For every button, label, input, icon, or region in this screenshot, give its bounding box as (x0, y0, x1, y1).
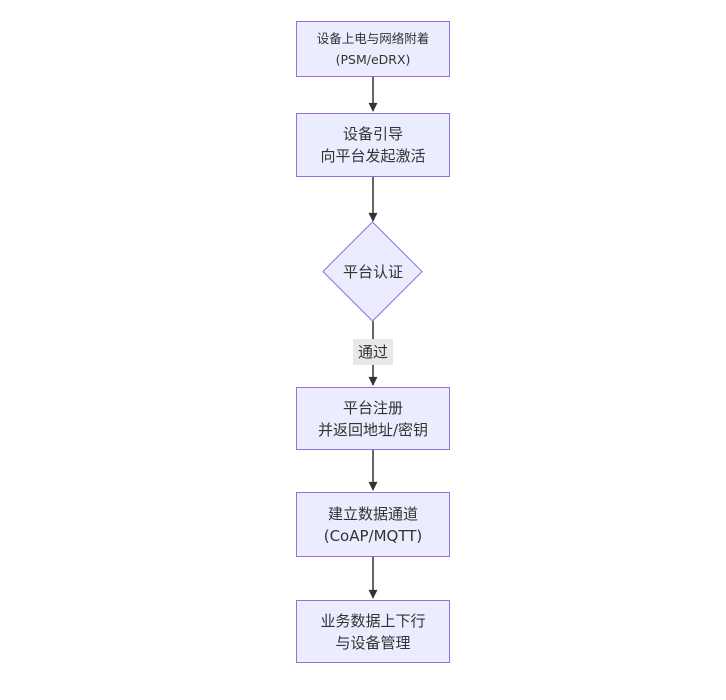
decision-platform-auth-label: 平台认证 (342, 263, 403, 281)
node-label-line: 设备引导 (342, 125, 403, 143)
node-label-line: (CoAP/MQTT) (323, 526, 423, 545)
node-label-line: 向平台发起激活 (320, 147, 426, 165)
node-label-line: 设备上电与网络附着 (316, 31, 430, 46)
node-label-line: 业务数据上下行 (320, 611, 426, 630)
node-label-line: 建立数据通道 (327, 504, 418, 523)
node-establish-data-channel: 建立数据通道 (CoAP/MQTT) (296, 492, 450, 557)
node-label-line: 与设备管理 (335, 633, 411, 652)
node-label-line: 平台注册 (342, 398, 403, 417)
node-label-line: 并返回地址/密钥 (317, 420, 429, 439)
node-business-data-device-management: 业务数据上下行 与设备管理 (296, 600, 450, 663)
edge-label-pass: 通过 (353, 339, 393, 365)
node-label-line: (PSM/eDRX) (335, 52, 411, 67)
node-power-on-network-attach: 设备上电与网络附着 (PSM/eDRX) (296, 21, 450, 77)
node-platform-register-return-key: 平台注册 并返回地址/密钥 (296, 387, 450, 450)
node-device-bootstrap-activation: 设备引导 向平台发起激活 (296, 113, 450, 177)
